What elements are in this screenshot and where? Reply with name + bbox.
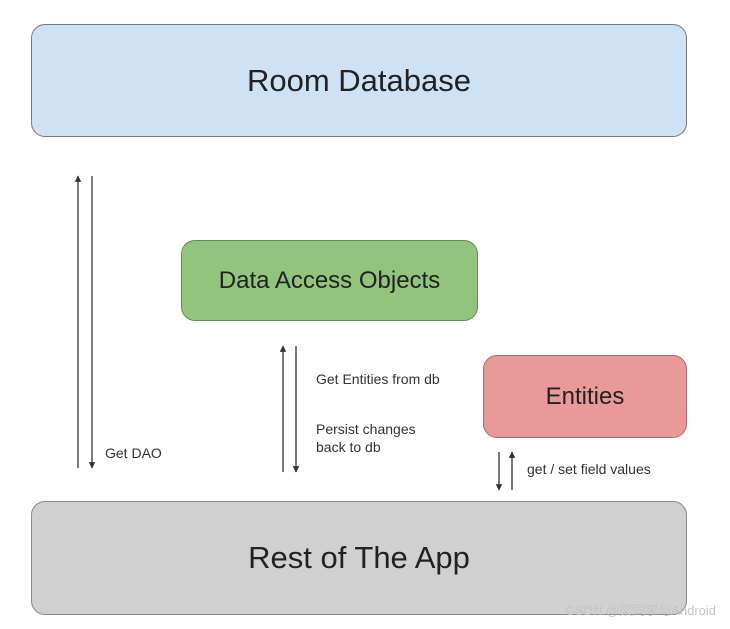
room-database-label: Room Database: [246, 62, 471, 98]
rest-of-app-label: Rest of The App: [248, 540, 470, 575]
entities-box: Entities: [483, 355, 687, 438]
watermark: CSDN @梁同学与Android: [565, 603, 716, 618]
room-database-box: Room Database: [31, 24, 687, 137]
data-access-objects-label: Data Access Objects: [218, 266, 441, 294]
get-dao-label: Get DAO: [105, 445, 162, 461]
entities-label: Entities: [545, 382, 625, 410]
rest-of-app-box: Rest of The App: [31, 501, 687, 615]
persist-changes-label: Persist changes back to db: [316, 421, 416, 455]
data-access-objects-box: Data Access Objects: [181, 240, 478, 321]
get-entities-label: Get Entities from db: [316, 371, 440, 387]
field-values-label: get / set field values: [527, 461, 651, 477]
